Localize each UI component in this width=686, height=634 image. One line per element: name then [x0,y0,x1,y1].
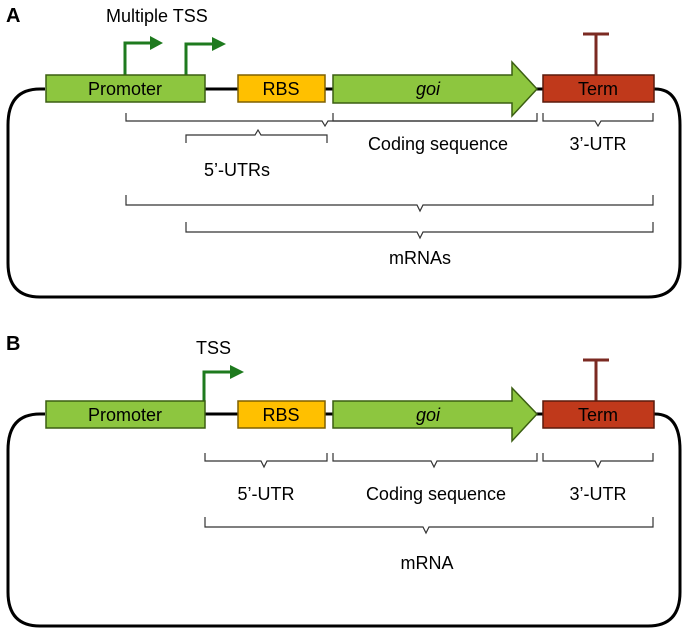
panel-b-promoter-label: Promoter [88,405,162,425]
panel-a-brace-3utr [542,113,654,128]
panel-b-plasmid-backbone [6,412,682,628]
panel-a: A Multiple TSS Promoter RBS goi [6,5,682,299]
panel-a-term-label: Term [578,79,618,99]
panel-a-coding-label: Coding sequence [368,134,508,154]
panel-a-rbs-label: RBS [262,79,299,99]
panel-b-term-label: Term [578,405,618,425]
panel-b-3utr-label: 3’-UTR [570,484,627,504]
panel-a-mrnas-label: mRNAs [389,248,451,268]
panel-b-term-box [542,400,655,429]
panel-b-rbs-label: RBS [262,405,299,425]
panel-b-rbs-box [237,400,326,429]
panel-a-promoter-label: Promoter [88,79,162,99]
panel-a-brace-mrna-1 [125,195,654,213]
panel-b-mrna-label: mRNA [401,553,454,573]
panel-b-goi-arrow [332,386,539,443]
panel-b-tss-arrow [202,365,244,401]
panel-a-5utrs-label: 5’-UTRs [204,160,270,180]
panel-b-promoter-box [45,400,206,429]
panel-b-brace-coding [332,453,538,469]
panel-b-letter: B [6,333,20,355]
panel-a-letter: A [6,5,20,27]
panel-a-3utr-label: 3’-UTR [570,134,627,154]
panel-a-plasmid-backbone [6,87,682,299]
panel-a-tss-arrow-1 [123,36,163,75]
panel-a-brace-coding [332,113,537,122]
panel-a-goi-label: goi [416,79,441,99]
panel-b-5utr-label: 5’-UTR [238,484,295,504]
panel-a-goi-arrow [332,60,539,118]
panel-b-brace-mrna [204,517,654,535]
panel-a-term-box [542,74,655,103]
panel-b-brace-3utr [542,453,654,469]
panel-a-tss-arrow-2 [184,37,226,75]
panel-a-tss-label: Multiple TSS [106,6,208,26]
panel-b-goi-label: goi [416,405,441,425]
panel-a-brace-transcript-1 [125,113,538,128]
panel-b-coding-label: Coding sequence [366,484,506,504]
panel-a-rbs-box [237,74,326,103]
panel-b-brace-5utr [204,453,328,469]
panel-a-brace-mrna-2 [185,222,654,240]
panel-b: B TSS Promoter RBS goi Term 5’-UTR Codin… [6,333,682,628]
panel-a-terminator-symbol [583,32,609,75]
panel-b-terminator-symbol [583,358,609,401]
panel-a-promoter-box [45,74,206,103]
panel-b-tss-label: TSS [196,338,231,358]
panel-a-brace-5utrs [185,128,328,143]
